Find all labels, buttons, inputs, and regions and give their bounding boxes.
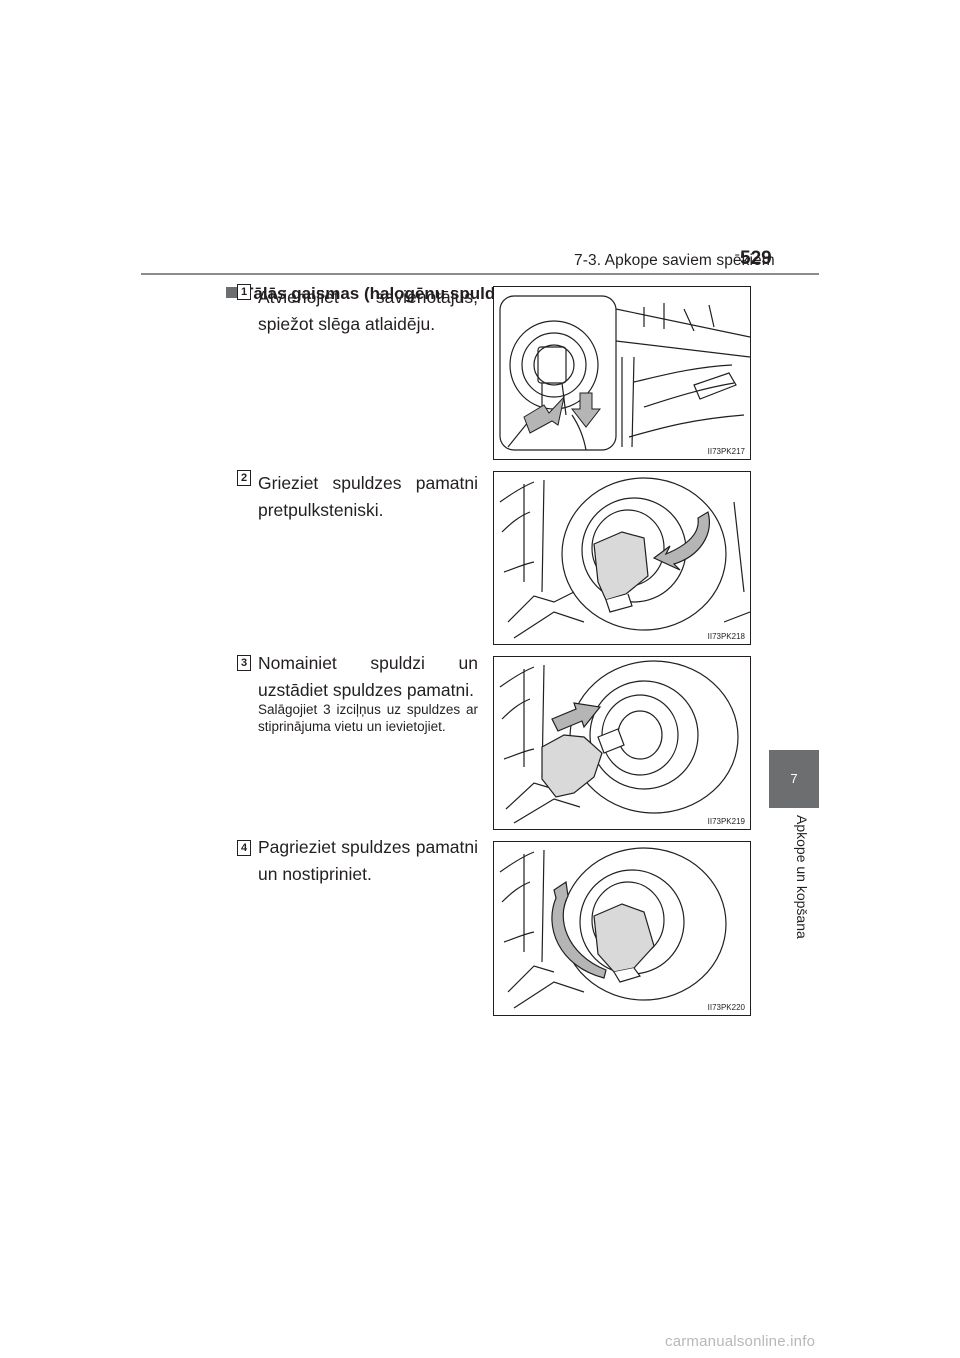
figure-code-4: II73PK220 [706,1003,746,1012]
figure-step-2: II73PK218 [493,471,751,645]
running-header-section: 7-3. Apkope saviem spēkiem [574,252,775,269]
figure-code-1: II73PK217 [706,447,746,456]
chapter-title: Apkope un kopšana [794,815,810,939]
figure-step-3: II73PK219 [493,656,751,830]
bulb-rotate-counterclockwise-illustration [499,477,750,639]
step-text-2: Grieziet spuldzes pamatni pretpulkstenis… [258,473,478,520]
step-number-3: 3 [237,655,251,671]
step-text-4: Pagrieziet spuldzes pamatni un nostiprin… [258,837,478,884]
step-note-3: Salāgojiet 3 izciļņus uz spuldzes ar sti… [258,702,478,734]
watermark: carmanualsonline.info [665,1333,816,1350]
figure-step-1: II73PK217 [493,286,751,460]
step-number-1: 1 [237,284,251,300]
page-number: 529 [740,248,772,269]
bulb-rotate-clockwise-illustration [499,847,727,1009]
chapter-number: 7 [790,771,798,786]
bulb-install-illustration [499,660,739,824]
header-divider [141,273,819,275]
figure-step-4: II73PK220 [493,841,751,1016]
connector-release-illustration [499,295,750,451]
step-text-1: Atvienojiet savienotājus, spiežot slēga … [258,287,478,334]
chapter-tab: 7 [769,750,819,808]
step-number-4: 4 [237,840,251,856]
square-bullet-icon [226,287,237,298]
step-text-3: Nomainiet spuldzi un uzstādiet spuldzes … [258,653,478,700]
figure-code-2: II73PK218 [706,632,746,641]
step-number-2: 2 [237,470,251,486]
figure-code-3: II73PK219 [706,817,746,826]
